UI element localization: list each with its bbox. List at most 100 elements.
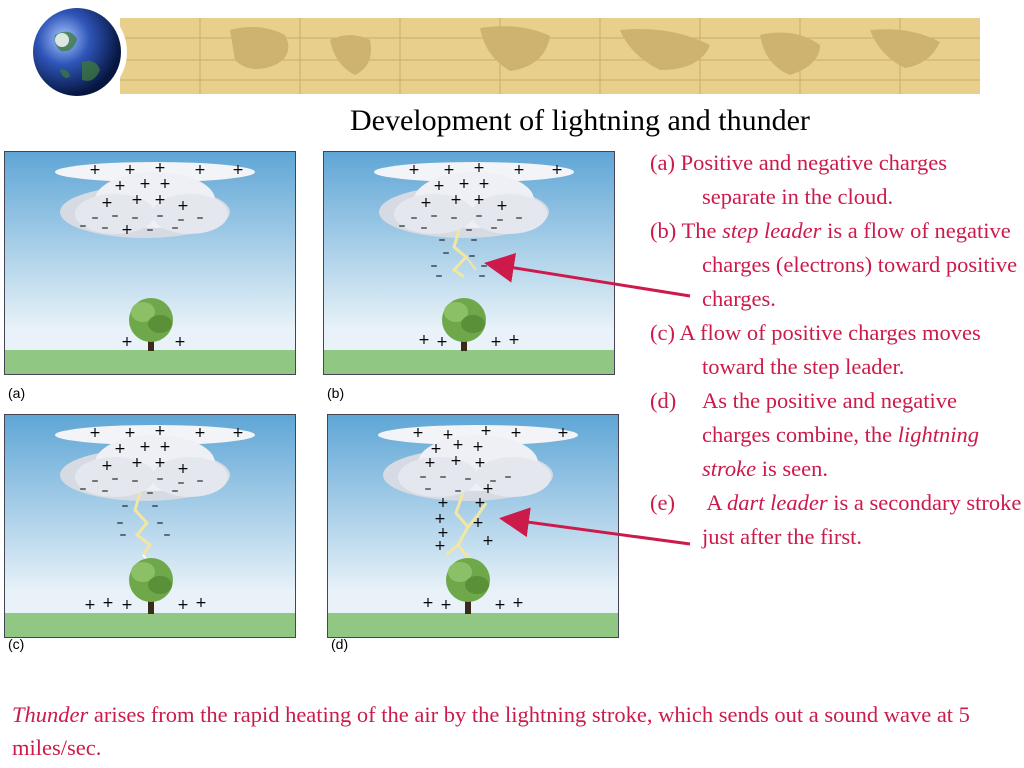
svg-text:+: +	[154, 455, 166, 471]
thunder-explanation: Thunder arises from the rapid heating of…	[12, 702, 970, 760]
term-dart-leader: dart leader	[727, 490, 828, 515]
charges: +++++ +++ ++++ –––––– –––– –– –– –– –– +…	[399, 160, 563, 350]
term-lightning-stroke: lightning stroke	[702, 422, 980, 481]
svg-text:–: –	[421, 220, 428, 236]
svg-text:+: +	[490, 334, 502, 350]
svg-text:+: +	[195, 595, 207, 611]
svg-text:+: +	[512, 595, 524, 611]
svg-text:–: –	[178, 212, 185, 228]
panel-b-label: (b)	[327, 385, 345, 401]
note-b: (b) The step leader is a flow of negativ…	[650, 218, 1018, 311]
svg-text:+: +	[443, 162, 455, 178]
svg-text:+: +	[458, 176, 470, 192]
page-title: Development of lightning and thunder	[350, 104, 810, 137]
note-c: (c) A flow of positive charges moves tow…	[650, 320, 981, 379]
tree-icon	[129, 298, 173, 351]
svg-text:+: +	[474, 455, 486, 471]
svg-text:+: +	[513, 162, 525, 178]
svg-text:+: +	[424, 455, 436, 471]
svg-text:+: +	[510, 425, 522, 441]
svg-text:+: +	[102, 595, 114, 611]
svg-text:+: +	[139, 176, 151, 192]
svg-text:–: –	[172, 220, 179, 236]
svg-text:–: –	[197, 210, 204, 226]
svg-text:+: +	[177, 198, 189, 214]
svg-text:–: –	[80, 218, 87, 234]
charges: +++++ +++ ++++ –––––– ––+–– ++	[80, 160, 244, 350]
svg-text:–: –	[451, 210, 458, 226]
storm-cloud	[378, 425, 578, 501]
svg-text:+: +	[450, 192, 462, 208]
charges: +++++ +++ +++ ––––– ––+ ++ ++ ++ + ++++	[412, 423, 569, 613]
panel-d: +++++ +++ +++ ––––– ––+ ++ ++ ++ + ++++	[327, 414, 619, 638]
svg-text:+: +	[422, 595, 434, 611]
svg-text:–: –	[431, 258, 438, 274]
svg-text:–: –	[157, 515, 164, 531]
panel-b: +++++ +++ ++++ –––––– –––– –– –– –– –– +…	[323, 151, 615, 375]
svg-text:–: –	[178, 475, 185, 491]
svg-text:+: +	[480, 423, 492, 439]
svg-text:+: +	[472, 439, 484, 455]
svg-text:+: +	[412, 425, 424, 441]
svg-text:–: –	[132, 210, 139, 226]
header-banner	[27, 2, 980, 100]
svg-text:+: +	[139, 439, 151, 455]
svg-text:–: –	[466, 222, 473, 238]
svg-text:+: +	[494, 597, 506, 613]
svg-text:–: –	[476, 208, 483, 224]
svg-text:–: –	[122, 498, 129, 514]
svg-text:–: –	[152, 498, 159, 514]
svg-text:+: +	[114, 178, 126, 194]
svg-text:–: –	[92, 473, 99, 489]
tree-icon	[442, 298, 486, 351]
svg-text:–: –	[425, 481, 432, 497]
svg-text:+: +	[232, 162, 244, 178]
svg-text:+: +	[478, 176, 490, 192]
svg-text:+: +	[496, 198, 508, 214]
svg-text:+: +	[437, 525, 449, 541]
tree-icon	[129, 558, 173, 614]
globe-icon	[33, 8, 121, 96]
svg-text:–: –	[455, 483, 462, 499]
svg-text:+: +	[434, 511, 446, 527]
svg-text:–: –	[117, 515, 124, 531]
svg-text:–: –	[491, 220, 498, 236]
svg-text:+: +	[418, 332, 430, 348]
svg-text:–: –	[112, 471, 119, 487]
svg-text:+: +	[508, 332, 520, 348]
svg-text:–: –	[197, 473, 204, 489]
svg-text:+: +	[482, 481, 494, 497]
svg-text:+: +	[551, 162, 563, 178]
storm-cloud	[55, 425, 255, 501]
svg-text:+: +	[159, 439, 171, 455]
notes-list: (a) Positive and negative charges separa…	[650, 146, 1022, 554]
svg-text:+: +	[452, 437, 464, 453]
svg-text:–: –	[92, 210, 99, 226]
term-thunder: Thunder	[12, 702, 89, 727]
svg-text:–: –	[497, 212, 504, 228]
svg-text:+: +	[131, 455, 143, 471]
svg-text:+: +	[121, 222, 133, 238]
svg-text:+: +	[557, 425, 569, 441]
svg-text:–: –	[505, 469, 512, 485]
charges: +++++ +++ ++++ –––––– –––– –– –– –– ++++…	[80, 423, 244, 613]
svg-text:+: +	[84, 597, 96, 613]
panel-a-label: (a)	[8, 385, 26, 401]
svg-text:+: +	[408, 162, 420, 178]
svg-text:+: +	[101, 195, 113, 211]
panel-a: +++++ +++ ++++ –––––– ––+–– ++	[4, 151, 296, 375]
svg-text:–: –	[443, 245, 450, 261]
svg-text:+: +	[430, 441, 442, 457]
svg-text:–: –	[102, 483, 109, 499]
svg-text:–: –	[399, 218, 406, 234]
svg-text:–: –	[440, 469, 447, 485]
svg-text:+: +	[121, 597, 133, 613]
svg-text:–: –	[411, 210, 418, 226]
svg-text:+: +	[121, 334, 133, 350]
svg-text:–: –	[147, 222, 154, 238]
svg-text:–: –	[172, 483, 179, 499]
svg-text:–: –	[157, 208, 164, 224]
svg-text:–: –	[157, 471, 164, 487]
tree-icon	[446, 558, 490, 614]
svg-text:–: –	[132, 473, 139, 489]
